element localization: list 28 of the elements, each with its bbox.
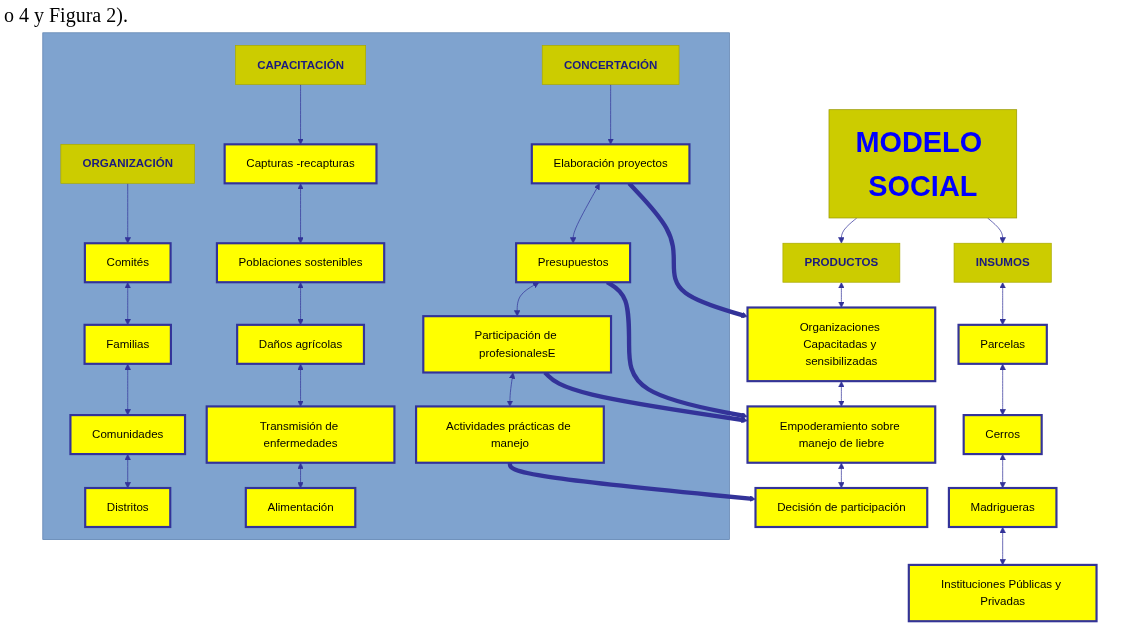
node-box: Elaboración proyectos (531, 143, 691, 185)
node-box: Actividades prácticas de manejo (415, 405, 606, 464)
node-box: Comités (84, 242, 172, 284)
node-box: Cerros (962, 414, 1044, 456)
node-box: Capturas -recapturas (223, 143, 378, 185)
node-box: Decisión de participación (754, 486, 929, 529)
node-box: Distritos (84, 486, 172, 529)
node-box: ORGANIZACIÓN (60, 143, 196, 184)
node-box: INSUMOS (954, 242, 1052, 283)
node-box: Alimentación (245, 486, 357, 529)
node-box: Transmisión de enfermedades (205, 405, 396, 464)
node-box: Empoderamiento sobre manejo de liebre (746, 405, 937, 464)
node-box: Familias (83, 323, 173, 365)
node-box: CAPACITACIÓN (235, 45, 367, 85)
node-box: Daños agrícolas (236, 323, 366, 365)
node-box: Organizaciones Capacitadas y sensibilizadas (746, 306, 937, 383)
node-box: Participación de profesionalesE (422, 315, 613, 374)
node-box: MODELO SOCIAL (828, 109, 1018, 219)
node-box: PRODUCTOS (782, 242, 901, 283)
cluster (42, 32, 731, 540)
node-box: Instituciones Públicas y Privadas (908, 563, 1098, 623)
node-box: Parcelas (957, 323, 1049, 365)
node-box: Comunidades (69, 414, 187, 456)
node-box: Presupuestos (515, 242, 632, 284)
node-box: Poblaciones sostenibles (216, 242, 386, 284)
text-fragment: o 4 y Figura 2). (4, 4, 128, 26)
node-box: CONCERTACIÓN (542, 45, 680, 85)
node-box: Madrigueras (948, 486, 1058, 529)
